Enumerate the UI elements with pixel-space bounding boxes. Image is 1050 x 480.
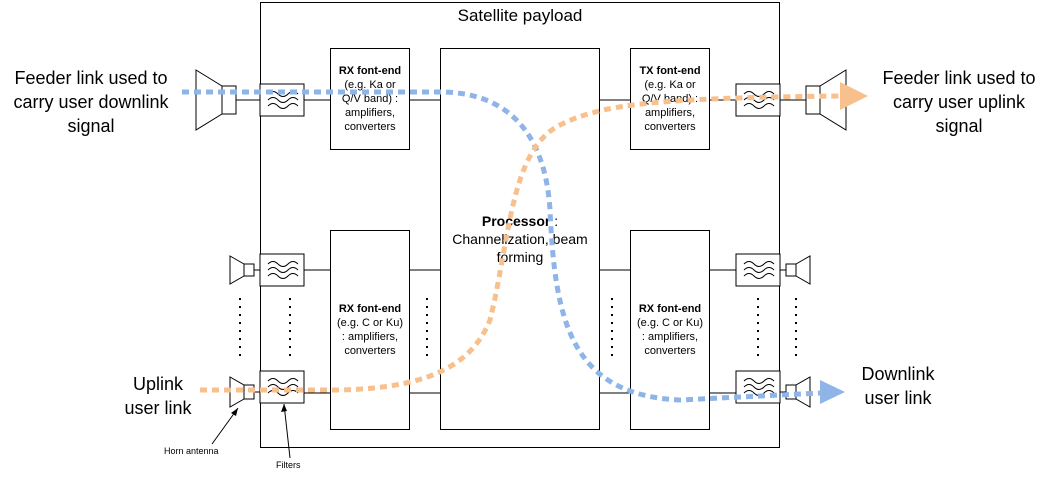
feeder-uplink-line-1: Feeder link used to [882,68,1036,88]
filter-icon [259,83,305,117]
feeder-downlink-line-2: carry user downlink [13,92,169,112]
payload-title: Satellite payload [457,6,583,25]
rx-br-line-1: (e.g. C or Ku) [636,317,704,329]
filter-icon [259,253,305,287]
rx-front-end-top: RX font-end (e.g. Ka or Q/V band) : ampl… [330,48,410,150]
filter-icon [735,83,781,117]
ellipsis-dots [239,298,797,362]
horn-antenna-icon [229,376,260,408]
uplink-user-line-2: user link [124,398,192,418]
uplink-user-label: Uplink user link [110,372,206,420]
horn-antenna-icon [780,69,847,131]
feeder-uplink-line-2: carry user uplink [892,92,1026,112]
horn-antenna-label: Horn antenna [164,446,219,456]
processor-title: Processor [481,213,551,229]
tx-top-title: TX font-end [639,65,701,77]
rx-br-line-3: converters [644,345,696,357]
downlink-arrow-icon [820,380,845,404]
horn-antenna-icon [195,69,260,131]
filters-label: Filters [276,460,301,470]
rx-top-line-3: amplifiers, [344,107,396,119]
connectors [304,99,736,394]
horn-antenna-icon [780,255,811,285]
downlink-signal-path [182,89,821,403]
processor-block: Processor : Channelization, beam forming [440,48,600,430]
rx-bl-line-1: (e.g. C or Ku) [336,317,404,329]
feeder-downlink-label: Feeder link used to carry user downlink … [0,66,182,138]
tx-top-line-1: (e.g. Ka or [644,79,696,91]
rx-top-line-4: converters [344,121,396,133]
rx-bl-line-3: converters [344,345,396,357]
rx-br-title: RX font-end [638,303,702,315]
filter-icon [735,370,781,404]
rx-bl-line-2: : amplifiers, [341,331,399,343]
rx-br-line-2: : amplifiers, [641,331,699,343]
feeder-uplink-label: Feeder link used to carry user uplink si… [868,66,1050,138]
arrowhead-icon [281,404,287,412]
rx-top-line-2: Q/V band) : [341,93,399,105]
uplink-user-line-1: Uplink [132,374,184,394]
feeder-uplink-line-3: signal [935,116,983,136]
rx-bl-title: RX font-end [338,303,402,315]
feeder-downlink-line-3: signal [67,116,115,136]
downlink-user-line-1: Downlink [861,364,935,384]
rx-front-end-bottom-left: RX font-end (e.g. C or Ku) : amplifiers,… [330,230,410,430]
processor-title-suffix: : [550,213,559,229]
tx-top-line-3: amplifiers, [644,107,696,119]
rx-front-end-bottom-right: RX font-end (e.g. C or Ku) : amplifiers,… [630,230,710,430]
rx-top-title: RX font-end [338,65,402,77]
feeder-downlink-line-1: Feeder link used to [14,68,168,88]
filter-icon [735,253,781,287]
arrowhead-icon [231,408,238,416]
filters-pointer [283,403,291,459]
horn-antenna-icon [229,255,260,285]
downlink-user-line-2: user link [864,388,932,408]
downlink-user-label: Downlink user link [848,362,948,410]
uplink-signal-path [200,93,841,393]
tx-top-line-4: converters [644,121,696,133]
rx-top-line-1: (e.g. Ka or [344,79,396,91]
filter-icon [259,370,305,404]
uplink-arrow-icon [840,82,868,110]
processor-line-2: forming [496,249,544,265]
